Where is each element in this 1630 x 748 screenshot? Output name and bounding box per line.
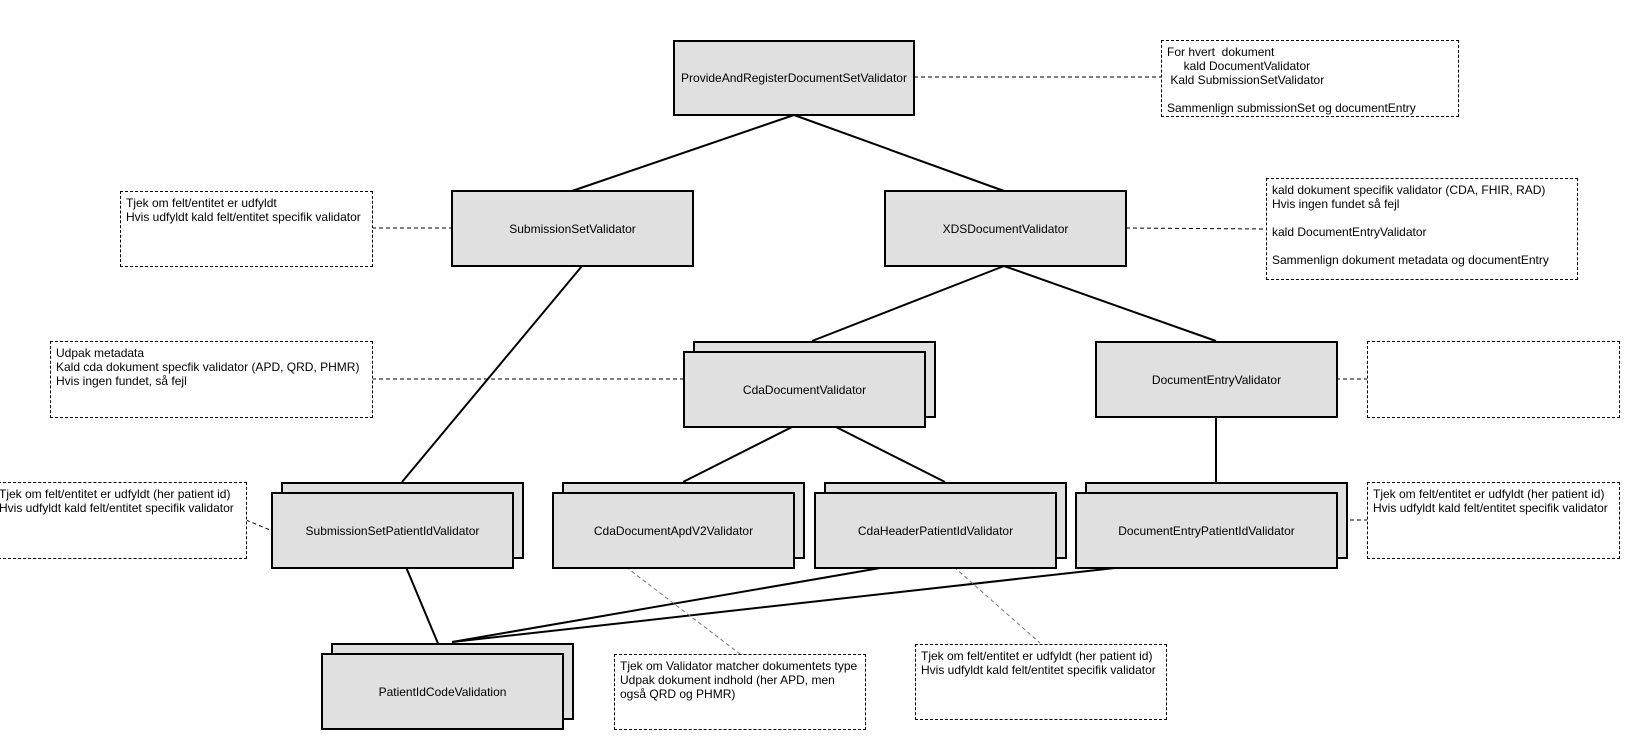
- note-submission-set-patient-id: Tjek om felt/entitet er udfyldt (her pat…: [0, 482, 247, 559]
- node-cda-document-apd-v2-validator[interactable]: CdaDocumentApdV2Validator: [552, 492, 795, 569]
- edge-cda-apdv2: [682, 425, 795, 483]
- note-provide: For hvert dokument kald DocumentValidato…: [1161, 40, 1459, 117]
- edge-cda-headerpatientid: [833, 425, 946, 483]
- note-cda-document: Udpak metadata Kald cda dokument specfik…: [50, 341, 373, 418]
- note-cda-header-patient-id: Tjek om felt/entitet er udfyldt (her pat…: [915, 644, 1167, 720]
- node-patient-id-code-validation[interactable]: PatientIdCodeValidation: [321, 653, 564, 730]
- edge-ss-patientid-to-code: [405, 566, 443, 654]
- note-xds-document: kald dokument specifik validator (CDA, F…: [1266, 178, 1578, 280]
- edge-xds-cdadocument: [811, 265, 1005, 342]
- note-cda-document-apd-v2: Tjek om Validator matcher dokumentets ty…: [614, 654, 866, 730]
- note-document-entry-patient-id: Tjek om felt/entitet er udfyldt (her pat…: [1367, 482, 1620, 559]
- assoc-apdv2-note: [625, 566, 741, 655]
- node-submission-set-patient-id-validator[interactable]: SubmissionSetPatientIdValidator: [271, 492, 514, 569]
- node-cda-header-patient-id-validator[interactable]: CdaHeaderPatientIdValidator: [814, 492, 1057, 569]
- node-submission-set-validator[interactable]: SubmissionSetValidator: [451, 190, 694, 267]
- edge-submissionset-patientid: [401, 265, 583, 483]
- edge-provide-xdsdocument: [793, 114, 1005, 192]
- note-submission-set: Tjek om felt/entitet er udfyldt Hvis udf…: [120, 191, 373, 267]
- edge-cdaheader-to-code: [451, 566, 887, 643]
- note-document-entry: [1367, 341, 1620, 418]
- node-document-entry-patient-id-validator[interactable]: DocumentEntryPatientIdValidator: [1075, 492, 1338, 569]
- edge-xds-documententry: [1003, 265, 1217, 342]
- edge-de-patientid-to-code: [451, 566, 1125, 643]
- assoc-cdaheader-note: [953, 566, 1041, 644]
- node-cda-document-validator[interactable]: CdaDocumentValidator: [683, 351, 926, 428]
- edge-provide-submissionset: [571, 114, 795, 192]
- assoc-ss-patientid-note: [245, 519, 271, 531]
- assoc-xds-note: [1125, 227, 1267, 230]
- node-provide-and-register[interactable]: ProvideAndRegisterDocumentSetValidator: [673, 40, 915, 116]
- node-document-entry-validator[interactable]: DocumentEntryValidator: [1095, 341, 1338, 418]
- node-xds-document-validator[interactable]: XDSDocumentValidator: [884, 190, 1127, 267]
